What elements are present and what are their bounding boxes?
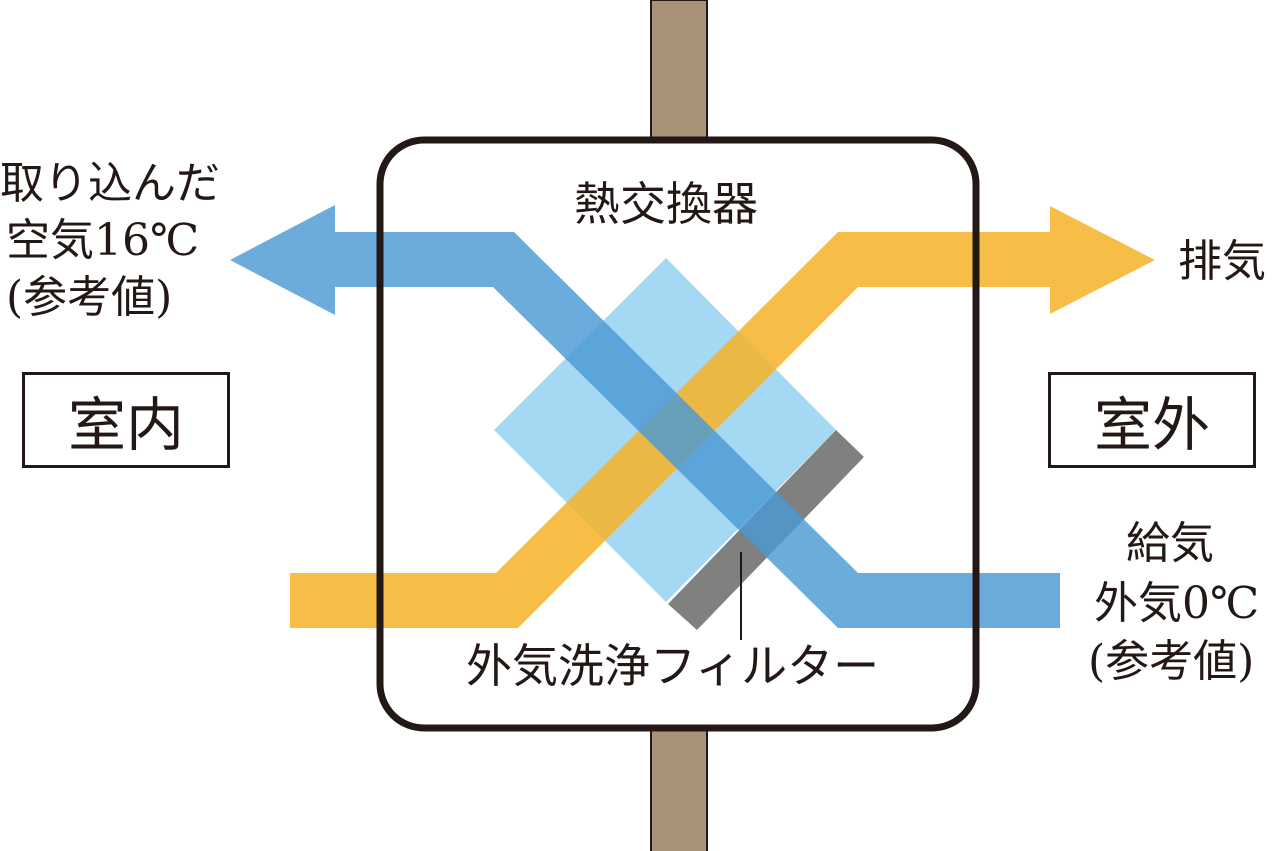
outdoor-label: 室外	[1048, 372, 1256, 468]
supply-flow	[290, 206, 1155, 628]
supply-label-line2: 外気0℃	[1094, 578, 1260, 629]
intake-label-line3: (参考値)	[6, 272, 173, 323]
return-flow	[230, 205, 1060, 628]
supply-label-line3: (参考値)	[1088, 636, 1255, 687]
heat-exchanger-label: 熱交換器	[574, 177, 758, 231]
indoor-label: 室内	[22, 372, 230, 468]
supply-label-line1: 給気	[1126, 518, 1214, 569]
intake-label-line2: 空気16℃	[6, 215, 200, 266]
unit-frame	[376, 136, 980, 732]
filter-label: 外気洗浄フィルター	[466, 639, 880, 693]
duct-top	[650, 0, 708, 141]
duct-bottom	[650, 727, 708, 851]
intake-label-line1: 取り込んだ	[0, 158, 220, 209]
exhaust-label: 排気	[1178, 236, 1266, 287]
